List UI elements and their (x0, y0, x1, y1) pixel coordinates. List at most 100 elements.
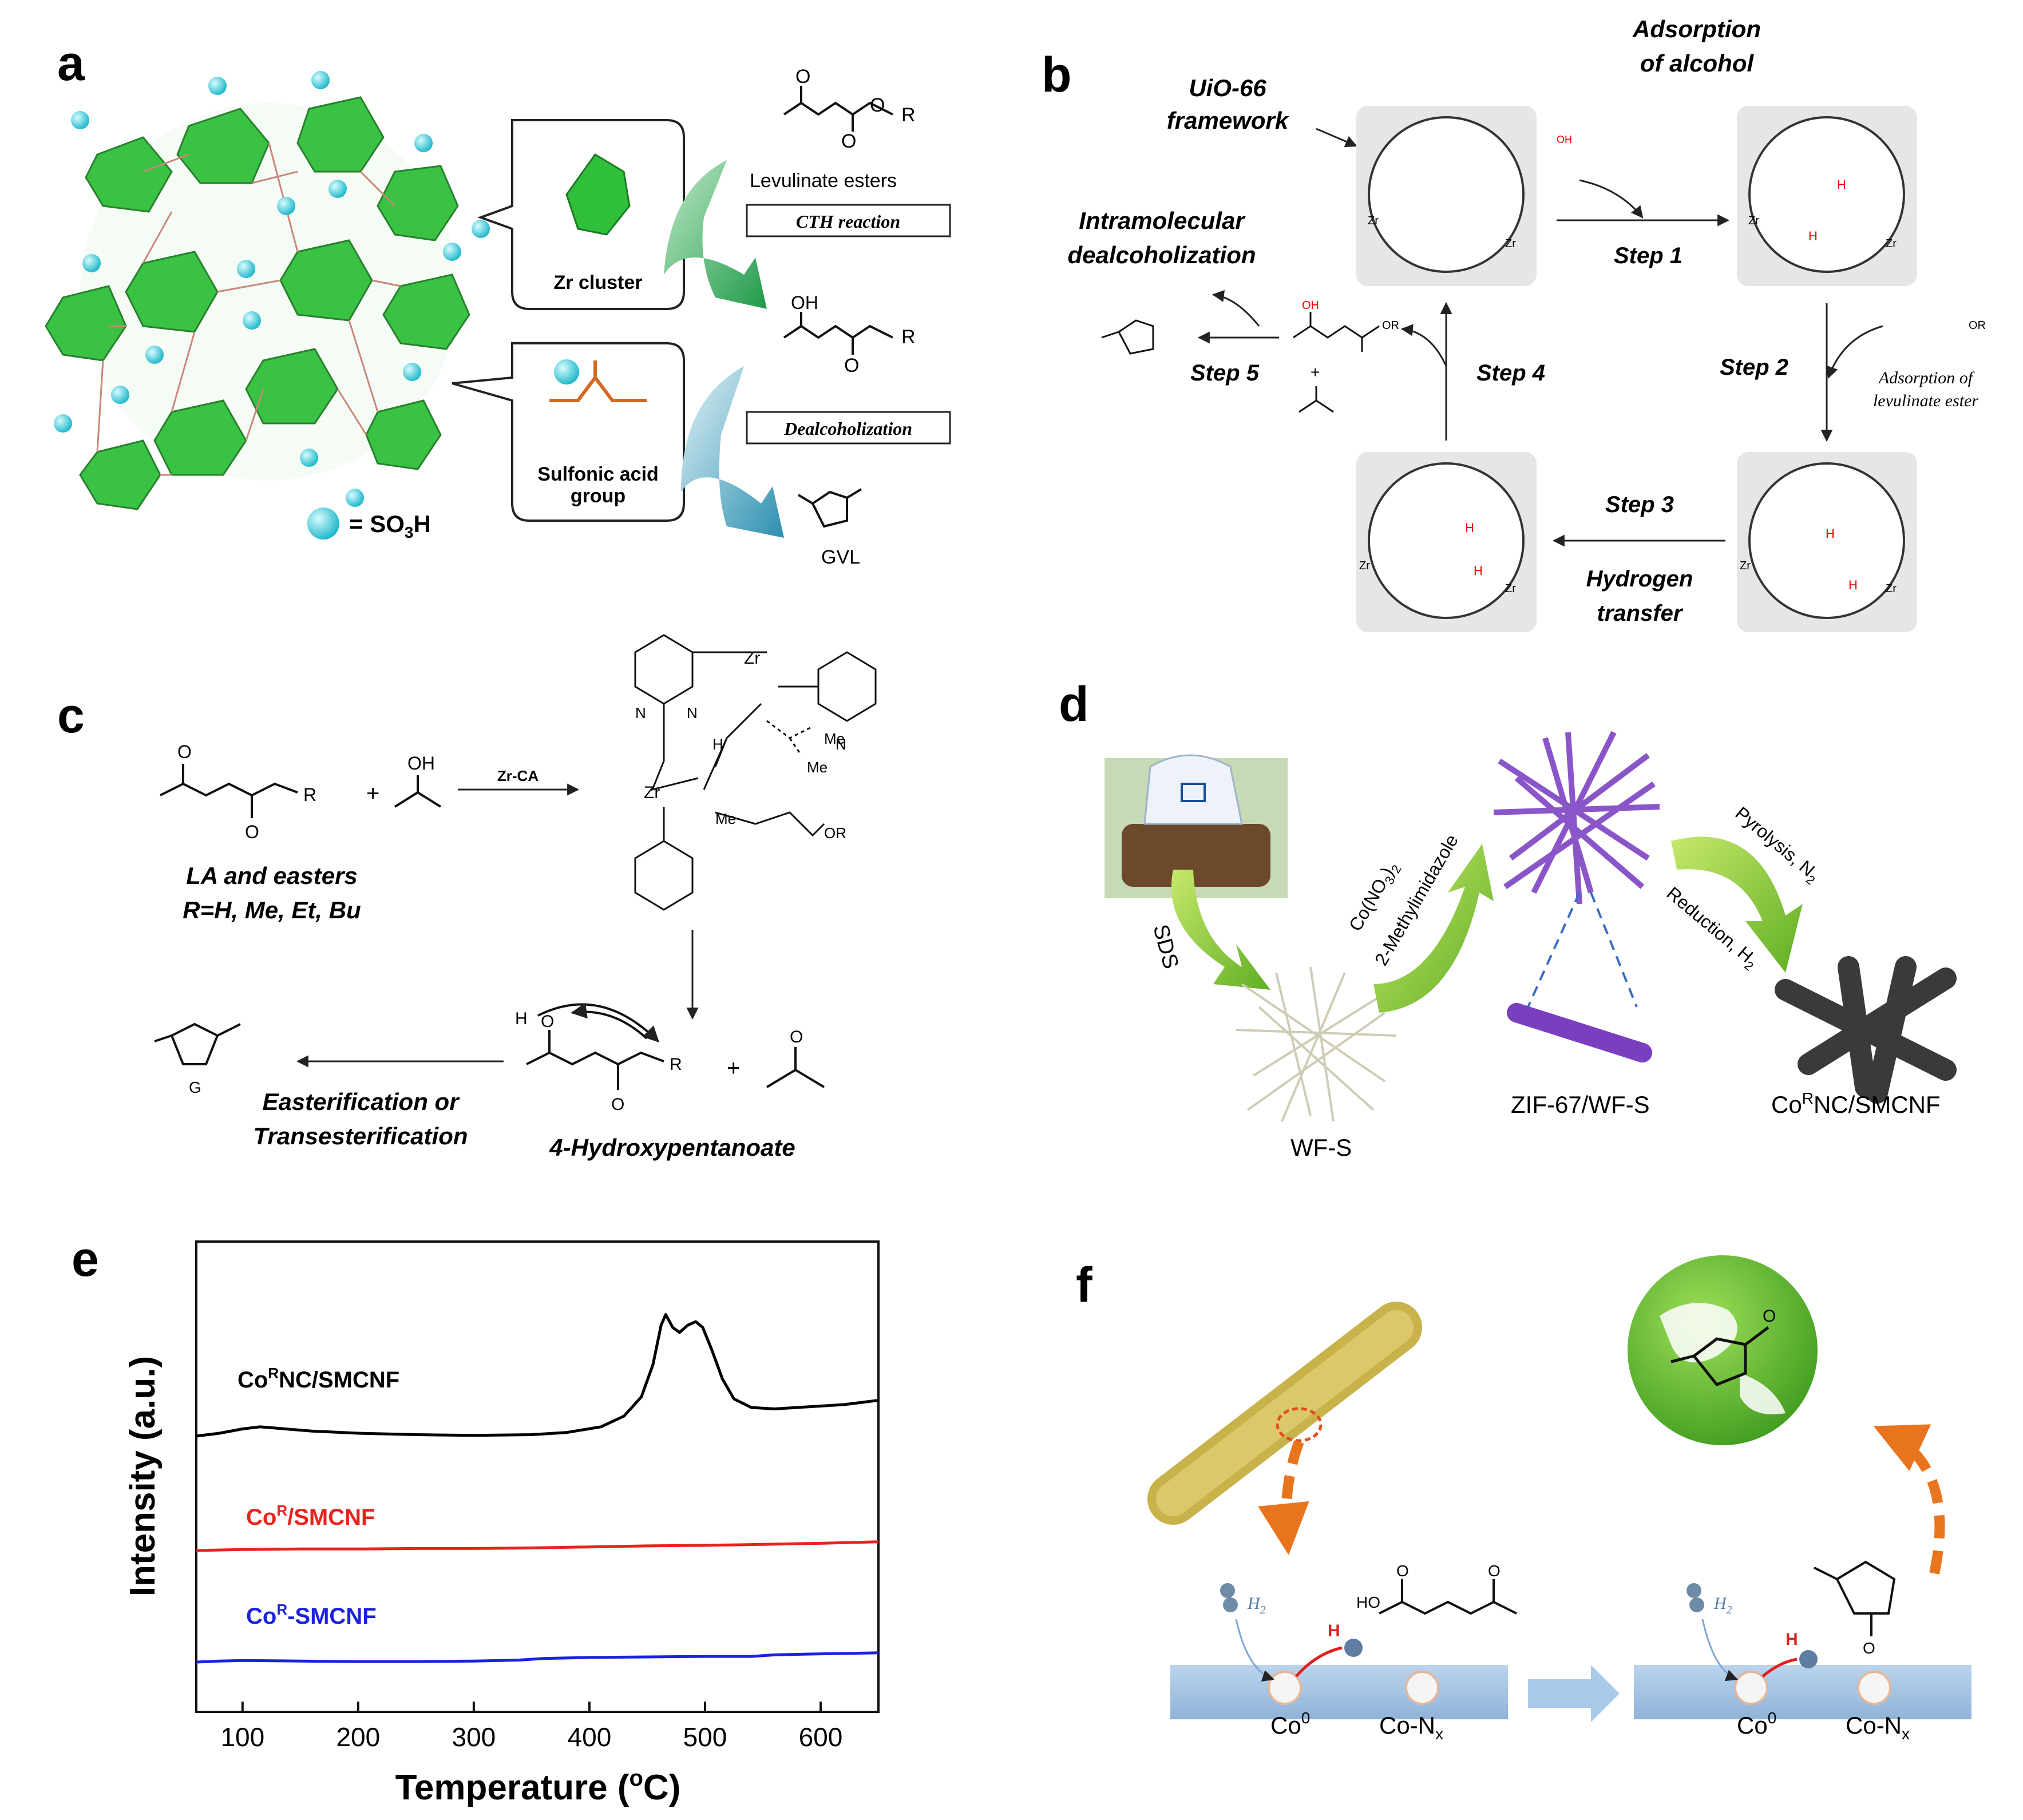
c-carbonyl-o: O (245, 822, 259, 842)
zr-atom-1a: Zr (1368, 215, 1379, 227)
plus-c1: + (366, 781, 379, 806)
zr-left: Zr (644, 783, 660, 802)
zr-atom-2b: Zr (1886, 237, 1897, 250)
x-tick-label: 500 (683, 1722, 727, 1752)
cth-arrow (664, 160, 767, 309)
ester-label-1: Easterification or (262, 1088, 460, 1115)
ring-n2: N (635, 704, 646, 721)
mechanism-box-2: Zr Zr H H (1737, 106, 1917, 286)
series-line (196, 1540, 879, 1552)
complex-h: H (712, 736, 723, 753)
dealc-label: Dealcoholization (783, 418, 912, 439)
wf-s-fibers (1236, 966, 1397, 1122)
wet-wipe-photo (1104, 754, 1288, 898)
zr-ca-complex (634, 634, 877, 911)
panel-f-letter: f (1076, 1258, 1092, 1313)
zr-cluster-label: Zr cluster (554, 272, 643, 294)
x-tick-label: 300 (452, 1722, 496, 1752)
h2-right: H2 (1713, 1594, 1732, 1616)
step2-label: Step 2 (1720, 355, 1788, 380)
step1-label: Step 1 (1614, 243, 1682, 268)
la-label-1: LA and easters (186, 862, 358, 889)
complex-or: OR (824, 824, 846, 842)
gvl-structure (797, 488, 862, 528)
gvl-c (154, 1022, 241, 1065)
ketone-o: O (795, 66, 810, 88)
hydrogen-label-2: transfer (1597, 601, 1684, 626)
acetone-o: O (790, 1028, 803, 1046)
h-atom-3b: H (1848, 578, 1858, 592)
angelica-lactone-f (1814, 1560, 1896, 1636)
mof-structure-image: = SO3H (45, 71, 490, 541)
levulinate-ester-c (160, 764, 298, 818)
panel-c-letter: c (57, 688, 85, 743)
hydroxypentanoate-c (526, 1002, 664, 1090)
hydroxy-r: R (901, 326, 916, 348)
step4-label: Step 4 (1476, 360, 1545, 386)
h-atom-2b: H (1808, 229, 1818, 243)
hydrogen-label-1: Hydrogen (1586, 566, 1693, 592)
hydroxy-carbonyl-o: O (844, 355, 859, 376)
corncsmcnf-fibers (1775, 956, 1957, 1104)
conx-right: Co-Nx (1846, 1712, 1910, 1743)
x-tick-label: 400 (568, 1722, 612, 1752)
step5-label: Step 5 (1190, 360, 1260, 386)
reduction-label: Reduction, H2 (1661, 883, 1763, 974)
wfs-label: WF-S (1290, 1134, 1352, 1161)
gvl-product-b (1101, 319, 1154, 355)
acetone-c (766, 1047, 825, 1088)
hydroxy-carbonyl: O (611, 1095, 624, 1114)
ring-n1: N (687, 704, 698, 721)
hydroxy-h: H (515, 1009, 528, 1028)
panel-d-letter: d (1059, 677, 1089, 732)
intramolecular-label-2: dealcoholization (1067, 241, 1256, 268)
adsorption-alcohol-1: Adsorption (1632, 15, 1761, 42)
pyrolysis-arrow (1671, 836, 1803, 973)
so3h-legend: = SO (349, 510, 405, 537)
series-label: CoRNC/SMCNF (237, 1365, 399, 1393)
levulinic-acid-f (1379, 1579, 1517, 1615)
lactone-o: O (1863, 1639, 1875, 1657)
series-line (196, 1313, 879, 1438)
series-label: CoR/SMCNF (246, 1502, 375, 1530)
hydroxy-r-c: R (670, 1055, 682, 1074)
panel-b-letter: b (1042, 47, 1072, 102)
cth-label: CTH reaction (796, 211, 900, 232)
levulinate-label: Levulinate esters (750, 170, 897, 192)
sulfonic-label-1: Sulfonic acid (537, 463, 659, 485)
panel-e-letter: e (72, 1232, 99, 1287)
zr-atom-3b: Zr (1886, 582, 1897, 595)
sds-arrow (1171, 870, 1270, 990)
panel-c: c O O R + OH LA and easters R=H, Me, Et,… (57, 634, 877, 1161)
c-isopropanol-oh: OH (407, 753, 435, 774)
ads-ester-2: levulinate ester (1873, 391, 1978, 410)
chart-frame (195, 1240, 880, 1713)
h-atom-4b: H (1474, 564, 1483, 578)
la-o2: O (1488, 1562, 1501, 1580)
hydroxy-product-b (1293, 312, 1380, 352)
h-atom-4a: H (1465, 521, 1474, 535)
hydroxy-o: O (541, 1012, 554, 1031)
step3-label: Step 3 (1605, 492, 1674, 517)
zr-atom-1b: Zr (1505, 237, 1516, 250)
zr-top: Zr (744, 649, 760, 668)
intramolecular-label-1: Intramolecular (1079, 207, 1246, 234)
ads-ester-1: Adsorption of (1878, 368, 1975, 387)
la-o1: O (1396, 1562, 1409, 1580)
ester-or-b: OR (1969, 319, 1986, 332)
h-left: H (1328, 1621, 1340, 1640)
globe-o: O (1763, 1307, 1776, 1326)
catalyst-surface-left (1170, 1665, 1508, 1719)
levulinate-ester-structure (783, 86, 893, 132)
product-oh: OH (1302, 299, 1319, 312)
dealcoholization-arrow (681, 366, 784, 538)
dealc-box (746, 411, 951, 445)
gvl-label: GVL (821, 546, 860, 568)
la-ho: HO (1356, 1593, 1380, 1611)
x-tick-label: 600 (799, 1722, 843, 1752)
ring-n3: N (836, 736, 846, 753)
corncsmcnf-label: CoRNC/SMCNF (1771, 1089, 1941, 1118)
c-ester-r: R (303, 784, 316, 805)
